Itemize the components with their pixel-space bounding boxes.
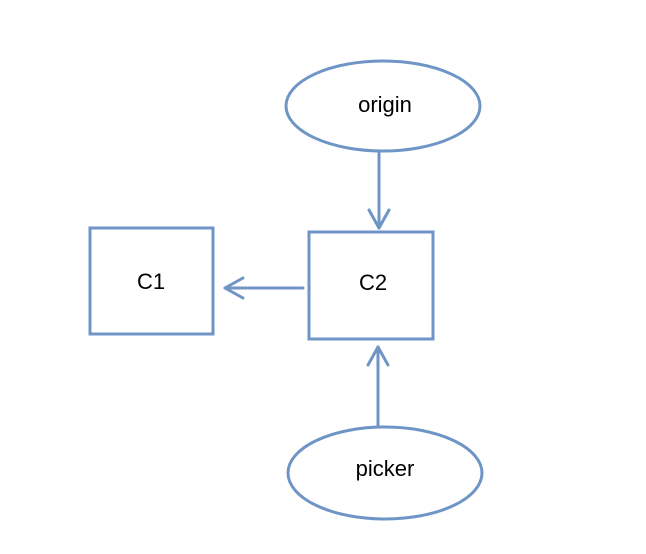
edge-origin-to-c2-arrowhead <box>367 208 391 230</box>
edge-c2-to-c1 <box>223 276 305 300</box>
edge-picker-to-c2 <box>366 345 390 429</box>
picker-ellipse <box>286 425 484 521</box>
node-c1[interactable]: C1 <box>88 226 215 336</box>
edge-c2-to-c1-arrowhead <box>223 276 245 300</box>
picker-label: picker <box>356 456 415 481</box>
edge-picker-to-c2-arrowhead <box>366 345 390 367</box>
c1-box <box>88 226 215 336</box>
c2-label: C2 <box>359 270 387 295</box>
edge-origin-to-c2 <box>367 151 391 230</box>
node-picker[interactable]: picker <box>286 425 484 521</box>
c2-box <box>307 230 435 341</box>
node-c2[interactable]: C2 <box>307 230 435 341</box>
c1-label: C1 <box>137 269 165 294</box>
origin-label: origin <box>358 92 412 117</box>
node-origin[interactable]: origin <box>284 59 482 153</box>
origin-ellipse <box>284 59 482 153</box>
